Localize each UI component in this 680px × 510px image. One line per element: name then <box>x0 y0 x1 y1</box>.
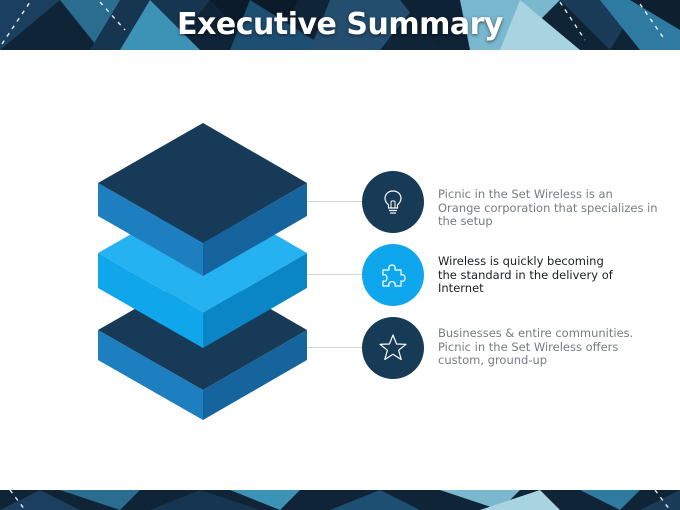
lightbulb-circle <box>362 171 424 233</box>
banner-pattern <box>0 0 680 50</box>
page-title: Executive Summary <box>177 7 503 42</box>
star-icon <box>379 334 407 361</box>
stack-layer-top <box>98 123 307 276</box>
footer-pattern <box>0 490 680 510</box>
footer-banner <box>0 490 680 510</box>
item-3-description: Businesses & entire communities. Picnic … <box>438 326 634 367</box>
puzzle-icon <box>382 264 406 287</box>
item-1-description: Picnic in the Set Wireless is an Orange … <box>438 187 658 228</box>
header-banner <box>0 0 680 50</box>
lightbulb-icon <box>384 190 402 214</box>
connector-line-2 <box>307 274 362 275</box>
connector-line-3 <box>307 347 362 348</box>
connector-line-1 <box>307 201 362 202</box>
item-2-description: Wireless is quickly becoming the standar… <box>438 254 613 295</box>
puzzle-circle <box>362 244 424 306</box>
star-circle <box>362 317 424 379</box>
